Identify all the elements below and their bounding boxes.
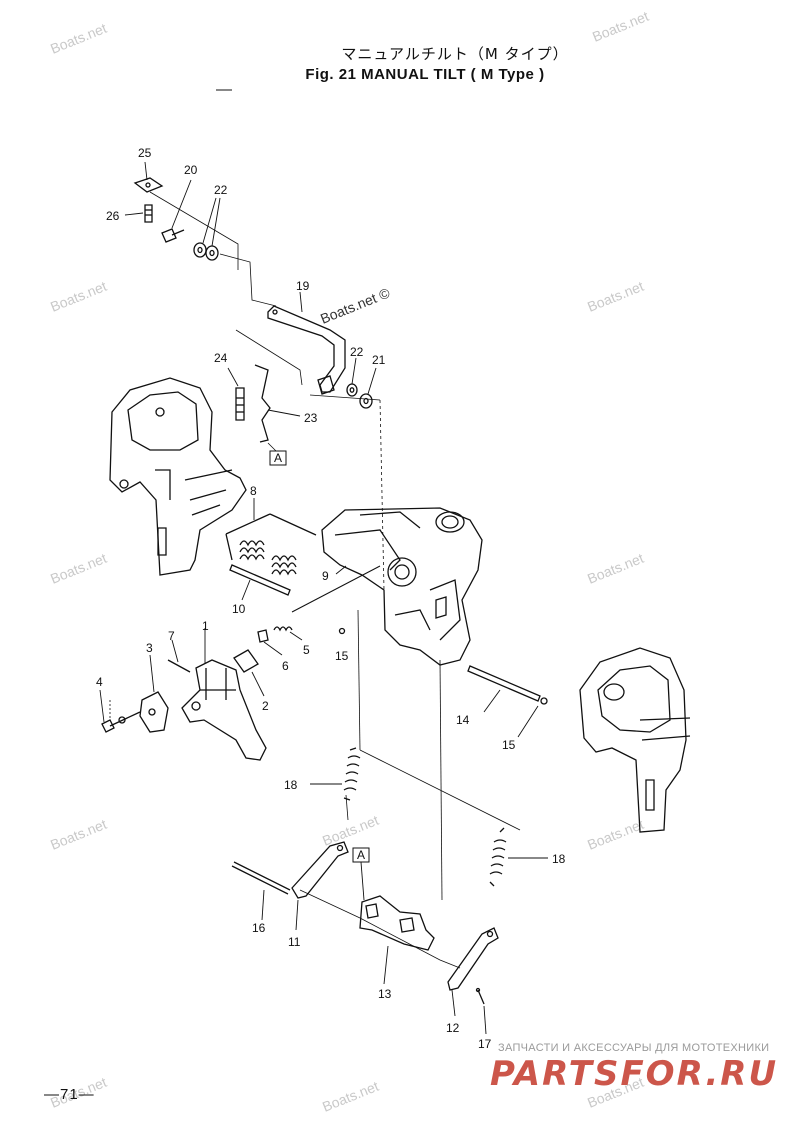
part-4-bolt bbox=[101, 711, 141, 733]
part-18-spring-right bbox=[489, 827, 507, 887]
callout-2: 2 bbox=[262, 699, 269, 713]
part-12-lever bbox=[447, 927, 499, 991]
part-6-plunger bbox=[257, 629, 269, 643]
callout-8: 8 bbox=[250, 484, 257, 498]
part-14-rod bbox=[467, 665, 541, 702]
part-7-pin bbox=[167, 659, 191, 673]
swivel-bracket-center bbox=[321, 507, 483, 666]
callout-6: 6 bbox=[282, 659, 289, 673]
callout-15-center: 15 bbox=[335, 649, 349, 663]
part-18-spring-left bbox=[343, 747, 361, 801]
part-23-wire-spring bbox=[254, 364, 271, 443]
part-15-clip-right bbox=[540, 697, 548, 705]
part-1-tilt-lock bbox=[181, 659, 267, 761]
part-19-tilt-lever bbox=[267, 305, 346, 395]
callout-13: 13 bbox=[378, 987, 392, 1001]
callout-18-left: 18 bbox=[284, 778, 298, 792]
callout-26: 26 bbox=[106, 209, 120, 223]
part-25-plate bbox=[133, 177, 164, 193]
part-21-washer bbox=[359, 393, 373, 409]
callout-22-upper: 22 bbox=[214, 183, 228, 197]
part-26-spring-pin bbox=[144, 204, 153, 223]
callout-5: 5 bbox=[303, 643, 310, 657]
title-english: Fig. 21 MANUAL TILT ( M Type ) bbox=[305, 66, 545, 83]
part-15-clip bbox=[338, 627, 346, 635]
callout-22-lower: 22 bbox=[350, 345, 364, 359]
callout-1: 1 bbox=[202, 619, 209, 633]
callout-25: 25 bbox=[138, 146, 152, 160]
part-20-bolt bbox=[161, 228, 185, 243]
title-japanese: マニュアルチルト（M タイプ） bbox=[341, 45, 569, 63]
callout-10: 10 bbox=[232, 602, 246, 616]
callout-7: 7 bbox=[168, 629, 175, 643]
callout-20: 20 bbox=[184, 163, 198, 177]
part-16-rod bbox=[231, 861, 291, 895]
stern-bracket-left bbox=[109, 377, 247, 576]
callout-11: 11 bbox=[288, 935, 301, 949]
callout-3: 3 bbox=[146, 641, 153, 655]
stern-bracket-right bbox=[579, 647, 691, 833]
part-10-rod bbox=[229, 564, 291, 596]
shop-logo: PARTSFOR.RU bbox=[490, 1054, 779, 1094]
part-11-lever bbox=[291, 841, 349, 899]
callout-labels: 1 2 3 4 5 6 7 8 9 10 11 12 13 14 15 15 1… bbox=[96, 146, 566, 1051]
part-5-spring bbox=[273, 626, 293, 632]
shop-tagline: ЗАПЧАСТИ И АКСЕССУАРЫ ДЛЯ МОТОТЕХНИКИ bbox=[498, 1042, 770, 1054]
callout-19: 19 bbox=[296, 279, 310, 293]
ref-mark-a-lower: A bbox=[357, 848, 365, 862]
part-24-pin bbox=[235, 387, 245, 421]
callout-24: 24 bbox=[214, 351, 228, 365]
ref-mark-box bbox=[269, 450, 287, 466]
part-13-bracket bbox=[359, 895, 435, 951]
part-17-pin bbox=[475, 987, 485, 1005]
callout-21: 21 bbox=[372, 353, 386, 367]
callout-17: 17 bbox=[478, 1037, 492, 1051]
callout-18-right: 18 bbox=[552, 852, 566, 866]
callout-9: 9 bbox=[322, 569, 329, 583]
part-2-bushing bbox=[233, 649, 259, 673]
callout-15-right: 15 bbox=[502, 738, 516, 752]
part-3-plate bbox=[139, 691, 169, 733]
part-22-washers bbox=[193, 242, 219, 261]
ref-mark-a-upper: A bbox=[274, 451, 282, 465]
callout-14: 14 bbox=[456, 713, 470, 727]
callout-23: 23 bbox=[304, 411, 318, 425]
page-number: —71— bbox=[44, 1086, 95, 1103]
callout-4: 4 bbox=[96, 675, 103, 689]
callout-12: 12 bbox=[446, 1021, 460, 1035]
part-8-springs bbox=[225, 513, 317, 576]
part-22-washer-lower bbox=[346, 383, 358, 397]
callout-16: 16 bbox=[252, 921, 266, 935]
